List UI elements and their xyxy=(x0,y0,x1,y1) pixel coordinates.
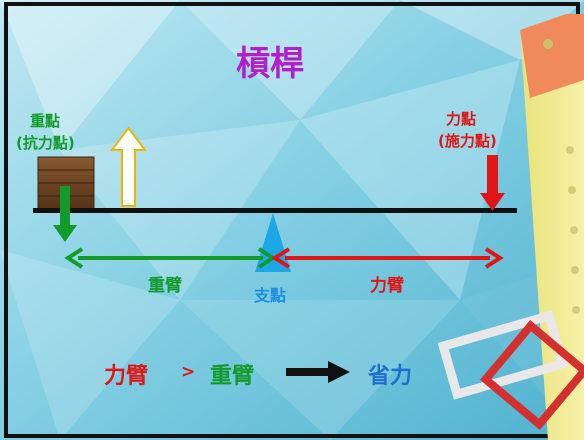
effort-arm-label: 力臂 xyxy=(370,276,404,296)
equation-result: 省力 xyxy=(368,364,413,389)
ruler-decoration xyxy=(520,14,584,440)
shapes-decoration xyxy=(437,310,584,430)
equation-effort-arm: 力臂 xyxy=(104,364,149,389)
lever-bar xyxy=(33,208,517,213)
implies-arrow-icon xyxy=(286,361,350,383)
effort-point-label: 力點 xyxy=(446,110,477,128)
page-title: 槓桿 xyxy=(236,44,304,84)
load-point-label: 重點 xyxy=(30,112,61,130)
load-arrow-icon xyxy=(53,186,77,242)
equation-load-arm: 重臂 xyxy=(210,364,255,389)
fulcrum-triangle xyxy=(255,213,291,272)
load-arm-label: 重臂 xyxy=(148,276,182,296)
upward-force-arrow xyxy=(110,126,147,207)
fulcrum-label: 支點 xyxy=(254,286,287,305)
effort-point-sublabel: (施力點) xyxy=(438,132,497,150)
equation-greater-than: > xyxy=(181,362,196,382)
load-point-sublabel: (抗力點) xyxy=(16,134,75,152)
effort-arrow-icon xyxy=(480,155,505,211)
effort-arm-arrow xyxy=(271,247,504,269)
